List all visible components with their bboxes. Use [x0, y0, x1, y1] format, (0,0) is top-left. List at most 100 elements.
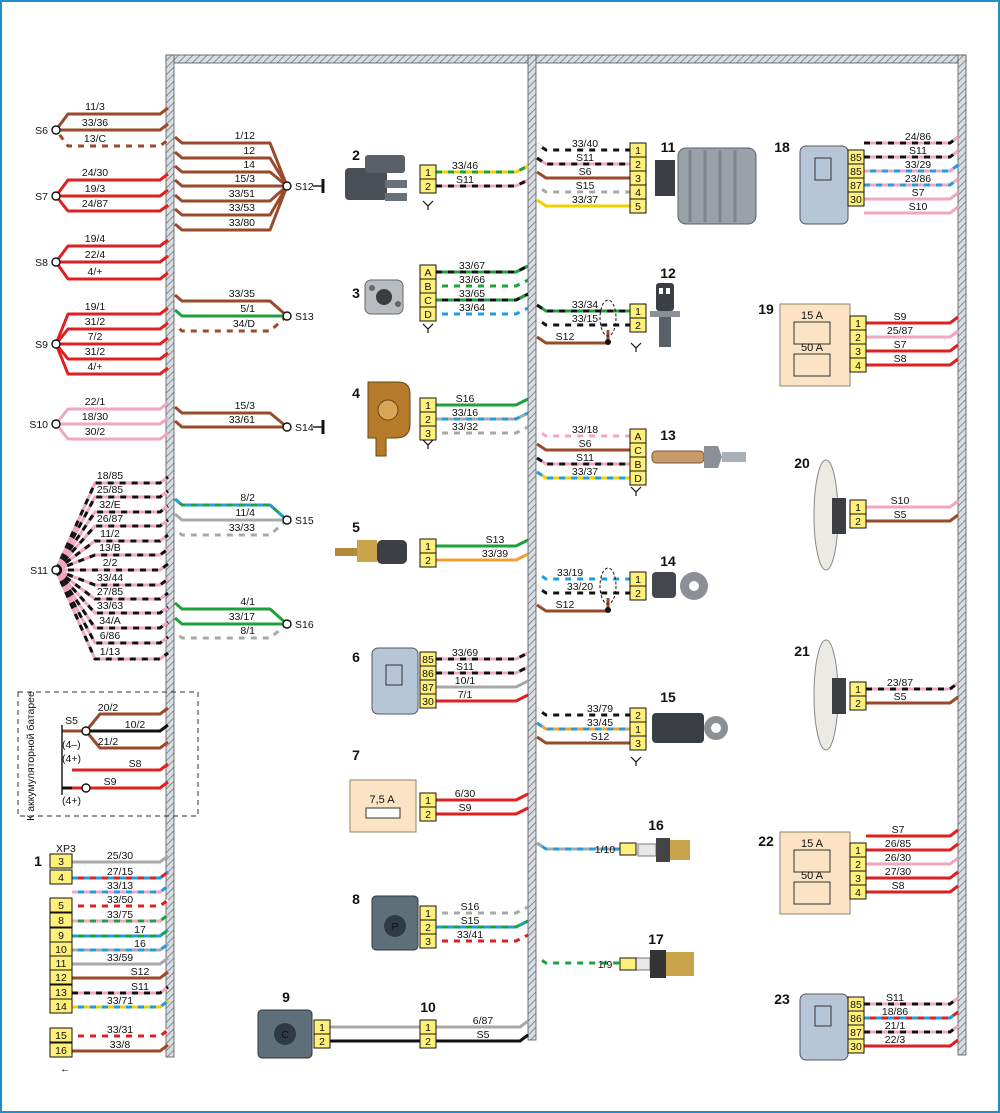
splice-S15-wire	[174, 497, 288, 522]
component-19-pin-label: 4	[855, 360, 861, 372]
splice-S8-wire	[56, 254, 169, 264]
component-5-number: 5	[352, 519, 360, 535]
wire-label: 32/E	[99, 499, 121, 511]
fuse-element	[365, 807, 401, 819]
component-4-pin-label: 1	[425, 400, 431, 412]
component-17-wire-stripe	[536, 955, 620, 965]
component-23-pin-label: 87	[850, 1027, 862, 1039]
wire-label: 18/30	[82, 411, 108, 423]
wire-label: 16	[134, 938, 146, 950]
component-4-wire	[436, 397, 529, 407]
component-12-wire-stripe	[536, 303, 630, 313]
component-21-wire-stripe	[866, 681, 959, 691]
component-22-wire	[866, 842, 959, 852]
xp3-title: XP3	[56, 843, 76, 855]
component-17-pin	[619, 957, 637, 971]
component-9-number: 9	[282, 989, 290, 1005]
component-5-wire	[436, 552, 529, 562]
wire-label: 33/63	[97, 600, 123, 612]
splice-s10-node	[51, 419, 61, 429]
wire-label: 7/1	[458, 689, 473, 701]
component-22-pin-label: 3	[855, 873, 861, 885]
plug-symbol	[422, 200, 434, 210]
wire-label: 26/30	[885, 852, 911, 864]
wire-label: S7	[892, 824, 905, 836]
component-11-wire	[536, 198, 630, 208]
xp3-pin-label: 9	[58, 930, 64, 942]
component-18-number: 18	[774, 139, 790, 155]
component-2-pin-label: 1	[425, 167, 431, 179]
splice-S14-wire	[174, 405, 288, 429]
wire-label: 33/71	[107, 995, 133, 1007]
component-11-pin-label: 1	[635, 145, 641, 157]
wire-label: 22/3	[885, 1034, 906, 1046]
splice-s16-label: S16	[295, 619, 314, 631]
wire-label: S12	[556, 331, 575, 343]
component-21-fan-icon	[813, 639, 846, 751]
component-9-pin-label: 1	[319, 1022, 325, 1034]
wire-label: 13/B	[99, 542, 121, 554]
xp3-pin-cell	[49, 869, 73, 885]
splice-S8-wire	[54, 238, 169, 263]
component-14-icon	[652, 572, 708, 600]
fuse-rating: 7,5 A	[369, 794, 395, 806]
wire-label: 33/13	[107, 880, 133, 892]
wire-label: 8/2	[240, 492, 255, 504]
splice-S16-wire	[174, 601, 288, 626]
component-13-pin-label: D	[634, 473, 642, 485]
component-13-wire	[536, 442, 630, 452]
wire-label: 33/39	[482, 548, 508, 560]
component-10-pin-label: 2	[425, 1036, 431, 1048]
component-7-wire	[436, 806, 529, 816]
component-16-icon	[637, 838, 690, 862]
xp3-wire-stripe	[72, 913, 169, 923]
component-3-wire-stripe	[436, 306, 529, 316]
wire-label: S9	[104, 776, 117, 788]
splice-S7-wire	[54, 195, 169, 213]
splice-s15-node	[282, 515, 292, 525]
splice-S6-wire	[54, 106, 169, 131]
splice-S11-wire-stripe	[55, 568, 169, 587]
component-22-wire	[866, 856, 959, 866]
component-9-icon-label: C	[281, 1029, 289, 1041]
component-18-pin-label: 85	[850, 152, 862, 164]
component-20-wire	[866, 499, 959, 509]
component-16-pin	[619, 842, 637, 856]
wire-label: S15	[576, 180, 595, 192]
component-15-pin-label: 1	[635, 724, 641, 736]
wire-label: 2/2	[103, 557, 118, 569]
splice-S11-wire-stripe	[54, 569, 169, 645]
splice-S10-wire	[56, 416, 169, 426]
xp3-wire-stripe	[72, 884, 169, 894]
component-6-wire	[436, 693, 529, 703]
wire-label: 18/85	[97, 470, 123, 482]
component-18-pin-cell	[847, 191, 865, 207]
wire-label: 20/2	[98, 702, 119, 714]
fuse-rating: 50 A	[801, 342, 824, 354]
component-20-number: 20	[794, 455, 810, 471]
splice-S13-wire-stripe	[174, 314, 288, 333]
xp3-wire	[72, 1043, 169, 1053]
wire-label: 33/33	[229, 522, 255, 534]
wire-label: 22/4	[85, 249, 106, 261]
splice-S9-wire	[54, 343, 169, 376]
component-8-pin-label: 2	[425, 922, 431, 934]
wire-label: 33/37	[572, 194, 598, 206]
component-22-wire	[866, 884, 959, 894]
component-11-number: 11	[661, 139, 676, 155]
splice-S9-wire	[54, 321, 169, 345]
wire-label: 17	[134, 924, 146, 936]
component-19-wire	[866, 343, 959, 353]
component-18-pin-label: 30	[850, 194, 862, 206]
component-4-icon	[367, 381, 411, 457]
splice-s13-node	[282, 311, 292, 321]
splice-S10-wire	[54, 401, 169, 425]
component-21-pin-label: 1	[855, 684, 861, 696]
component-3-wire-stripe	[436, 264, 529, 274]
component-23-wire-stripe	[864, 996, 959, 1006]
wire-label: 30/2	[85, 426, 106, 438]
component-22-pin-label: 4	[855, 887, 861, 899]
component-15-icon	[652, 713, 728, 743]
component-10-pin-label: 1	[425, 1022, 431, 1034]
wire-label: 33/65	[459, 288, 485, 300]
